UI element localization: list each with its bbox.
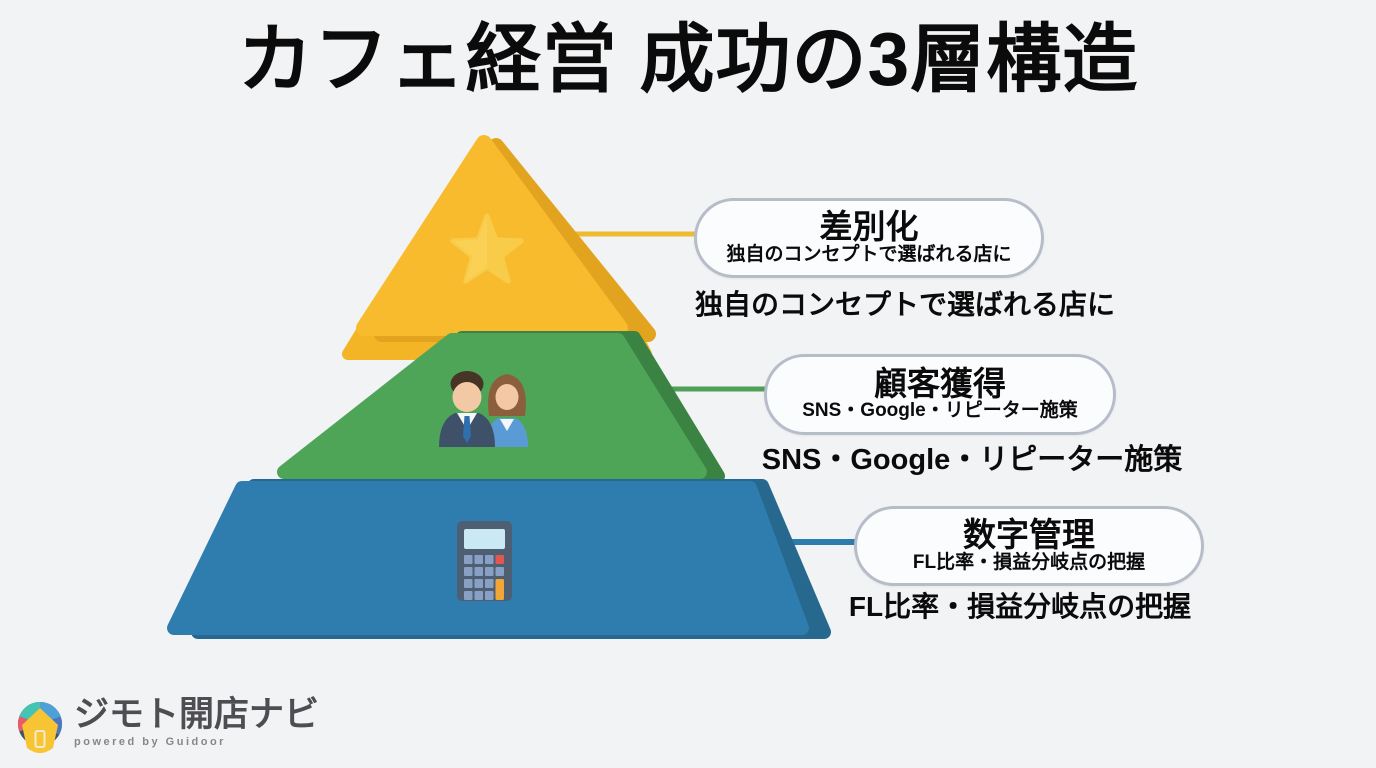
brand-name: ジモト開店ナビ <box>74 695 320 734</box>
star-icon <box>450 213 524 284</box>
calculator-icon <box>457 521 512 601</box>
pyramid-layer-top <box>342 135 656 360</box>
brand-logo-icon <box>17 702 62 753</box>
layer-label: 数字管理 <box>963 516 1095 554</box>
layer-sublabel: FL比率・損益分岐点の把握 <box>912 551 1146 573</box>
layer-label: 顧客獲得 <box>874 364 1006 402</box>
layer-sublabel: SNS・Google・リピーター施策 <box>802 400 1078 422</box>
layer-label: 差別化 <box>819 208 919 246</box>
layer-caption-differentiation: 独自のコンセプトで選ばれる店に <box>694 289 1116 320</box>
layer-caption-number-management: FL比率・損益分岐点の把握 <box>848 591 1192 622</box>
pyramid-layer-bottom <box>167 479 831 639</box>
callout-pill-customer-acquisition: 顧客獲得 SNS・Google・リピーター施策 <box>764 354 1116 435</box>
callout-pill-number-management: 数字管理 FL比率・損益分岐点の把握 <box>854 506 1204 586</box>
pyramid-layer-middle <box>277 331 725 497</box>
page-title: カフェ経営 成功の3層構造 <box>237 17 1139 101</box>
layer-caption-customer-acquisition: SNS・Google・リピーター施策 <box>761 444 1183 476</box>
powered-by-text: powered by Guidoor <box>74 735 226 748</box>
brand-logo: ジモト開店ナビ powered by Guidoor <box>14 695 320 757</box>
callout-pill-differentiation: 差別化 独自のコンセプトで選ばれる店に <box>694 198 1044 278</box>
layer-sublabel: 独自のコンセプトで選ばれる店に <box>726 243 1012 265</box>
people-icon <box>439 371 528 447</box>
